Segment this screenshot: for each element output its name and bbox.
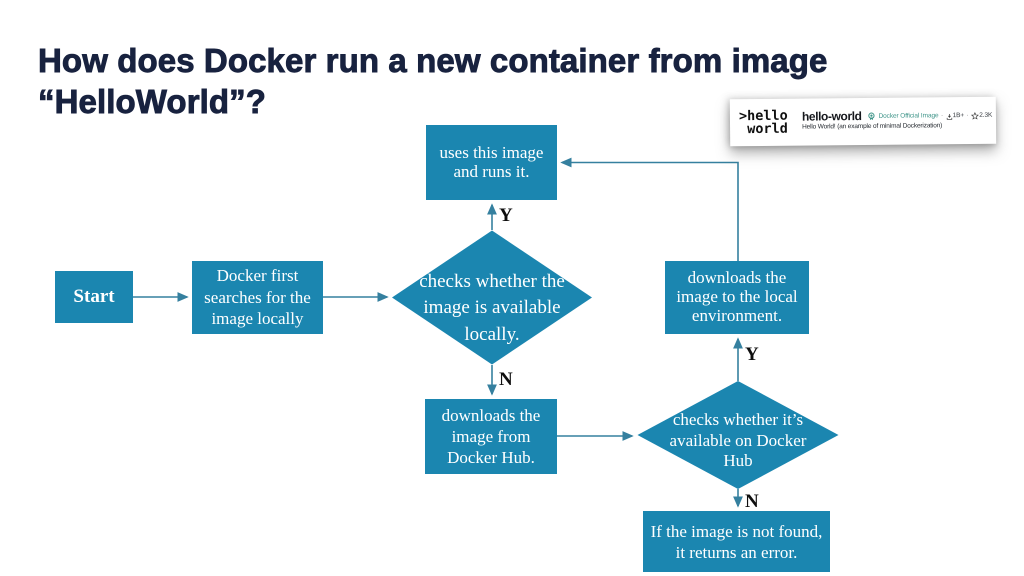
- node-download-local: [665, 261, 809, 334]
- hub-description: Hello World! (an example of minimal Dock…: [802, 122, 943, 131]
- branch-label-no-local: N: [499, 369, 513, 390]
- hub-card-body: hello-world Docker Official Image · 1B+ …: [801, 108, 996, 131]
- node-search-local: [192, 261, 323, 334]
- slide-title: How does Docker run a new container from…: [38, 42, 828, 121]
- node-start: [55, 271, 133, 323]
- node-error: [643, 511, 830, 572]
- hub-image-name: hello-world: [801, 109, 862, 124]
- node-download-local-label: downloads the image to the local environ…: [676, 268, 798, 325]
- hub-badge-label: Docker Official Image: [878, 111, 939, 120]
- hub-stars: 2.3K: [979, 111, 993, 119]
- hub-downloads: 1B+: [952, 111, 965, 119]
- star-icon: [971, 106, 980, 124]
- node-start-label: Start: [73, 286, 115, 307]
- hub-title-row: hello-world Docker Official Image · 1B+ …: [802, 108, 996, 124]
- node-check-local: [392, 230, 592, 365]
- branch-label-yes-local: Y: [499, 205, 513, 226]
- node-check-hub-label: checks whether it’s available on Docker …: [669, 410, 807, 471]
- node-check-local-label: checks whether the image is available lo…: [419, 270, 565, 345]
- dockerhub-card: >hello world hello-world Docker Official…: [729, 96, 997, 147]
- hello-world-logo: >hello world: [738, 107, 788, 138]
- branch-label-no-hub: N: [745, 491, 759, 512]
- node-check-hub: [637, 381, 839, 489]
- branch-label-yes-hub: Y: [745, 344, 759, 365]
- separator-dot: ·: [940, 111, 944, 119]
- download-icon: [946, 106, 953, 124]
- node-search-local-label: Docker first searches for the image loca…: [204, 266, 311, 329]
- node-use-image: [426, 125, 557, 200]
- node-use-image-label: uses this image and runs it.: [439, 143, 544, 181]
- official-badge-icon: [866, 107, 875, 125]
- node-download-hub-label: downloads the image from Docker Hub.: [441, 406, 541, 467]
- connector-downloadlocal-to-use: [560, 157, 739, 261]
- node-error-label: If the image is not found, it returns an…: [650, 521, 823, 562]
- node-download-hub: [425, 399, 557, 474]
- separator-dot: ·: [966, 111, 969, 119]
